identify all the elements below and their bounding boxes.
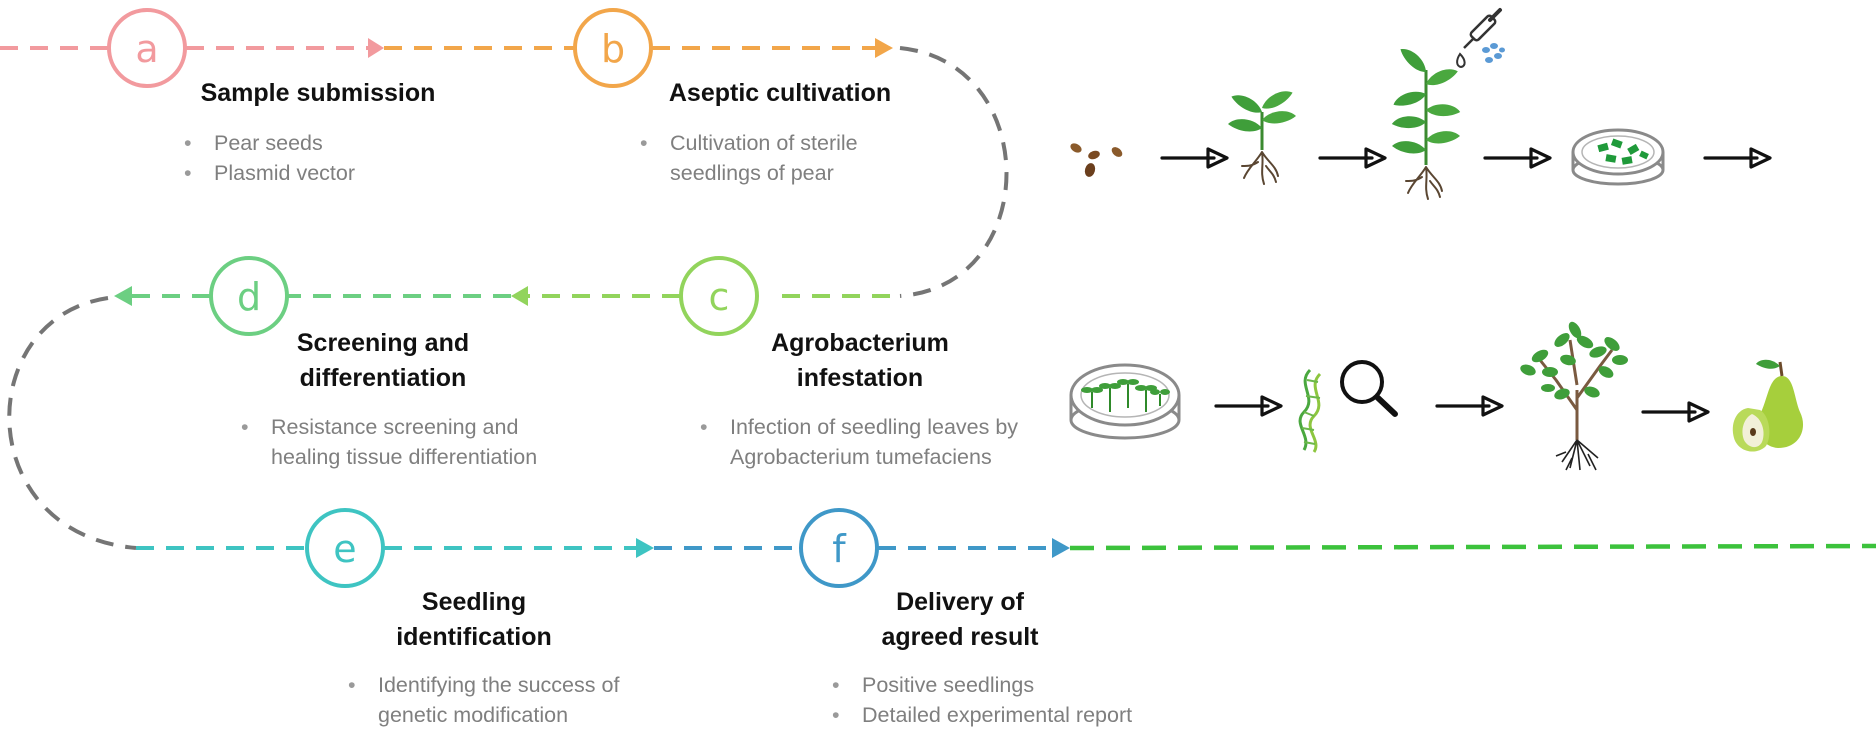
arrowhead-d-turn <box>114 286 132 306</box>
step-letter: f <box>832 527 847 571</box>
seeds-icon <box>1070 143 1123 177</box>
step-letter: a <box>135 27 158 71</box>
step-circle-f: f <box>799 508 879 588</box>
step-title-e: Seedling identification <box>334 585 614 655</box>
step-circle-b: b <box>573 8 653 88</box>
step-bullets-a: Pear seeds Plasmid vector <box>184 128 355 188</box>
arrowhead-b-turn <box>875 38 893 58</box>
sprout-icon <box>1228 87 1296 185</box>
arrow-icon <box>1641 401 1710 423</box>
step-letter: d <box>237 275 261 319</box>
title-line: identification <box>396 623 552 651</box>
bullet-item: Identifying the success of genetic modif… <box>348 670 668 730</box>
title-line: Sample submission <box>200 79 436 107</box>
step-title-b: Aseptic cultivation <box>640 76 920 111</box>
pear-fruit-icon <box>1732 359 1804 452</box>
title-line: Seedling <box>421 588 527 616</box>
tree-icon <box>1520 321 1628 471</box>
step-circle-c: c <box>679 256 759 336</box>
arrowhead-c-d <box>511 286 528 306</box>
step-circle-e: e <box>305 508 385 588</box>
arrow-icon <box>1318 147 1387 169</box>
petri-dish-with-leaves-icon <box>1571 128 1665 186</box>
arrow-icon <box>1703 147 1772 169</box>
step-bullets-f: Positive seedlings Detailed experimental… <box>832 670 1132 730</box>
arrowhead-e-f <box>636 538 654 558</box>
arrow-icon <box>1214 395 1283 417</box>
bullet-item: Plasmid vector <box>184 158 355 188</box>
step-title-a: Sample submission <box>183 76 453 111</box>
arrow-icon <box>1160 147 1229 169</box>
title-line: Aseptic cultivation <box>668 79 892 107</box>
step-title-d: Screening and differentiation <box>243 326 523 396</box>
step-letter: b <box>601 27 625 71</box>
title-line: Agrobacterium <box>771 329 949 357</box>
bullet-item: Resistance screening and healing tissue … <box>241 412 571 472</box>
arrow-icon <box>1483 147 1552 169</box>
step-bullets-d: Resistance screening and healing tissue … <box>241 412 571 472</box>
step-letter: e <box>333 527 356 571</box>
young-plant-icon <box>1390 45 1462 200</box>
step-title-c: Agrobacterium infestation <box>720 326 1000 396</box>
title-line: differentiation <box>299 364 467 392</box>
dna-magnifier-icon <box>1298 360 1398 453</box>
title-line: infestation <box>796 364 924 392</box>
step-circle-d: d <box>209 256 289 336</box>
step-bullets-c: Infection of seedling leaves by Agrobact… <box>700 412 1050 472</box>
turn-left <box>7 296 137 550</box>
dropper-with-bacteria-icon <box>1456 8 1505 69</box>
bullet-item: Positive seedlings <box>832 670 1132 700</box>
bullet-item: Cultivation of sterile seedlings of pear <box>640 128 920 188</box>
step-circle-a: a <box>107 8 187 88</box>
step-bullets-b: Cultivation of sterile seedlings of pear <box>640 128 920 188</box>
step-bullets-e: Identifying the success of genetic modif… <box>348 670 668 730</box>
step-title-f: Delivery of agreed result <box>820 585 1100 655</box>
turn-right <box>899 46 1009 298</box>
title-line: Delivery of <box>896 588 1024 616</box>
bullet-item: Infection of seedling leaves by Agrobact… <box>700 412 1050 472</box>
petri-dish-with-seedlings-icon <box>1069 363 1181 440</box>
arrow-icon <box>1435 395 1504 417</box>
connector-final <box>1069 543 1876 551</box>
arrowhead-a-b <box>368 38 384 58</box>
step-letter: c <box>709 275 730 319</box>
arrowhead-f-end <box>1052 538 1070 558</box>
title-line: agreed result <box>881 623 1039 651</box>
bullet-item: Pear seeds <box>184 128 355 158</box>
title-line: Screening and <box>296 329 470 357</box>
bullet-item: Detailed experimental report <box>832 700 1132 730</box>
